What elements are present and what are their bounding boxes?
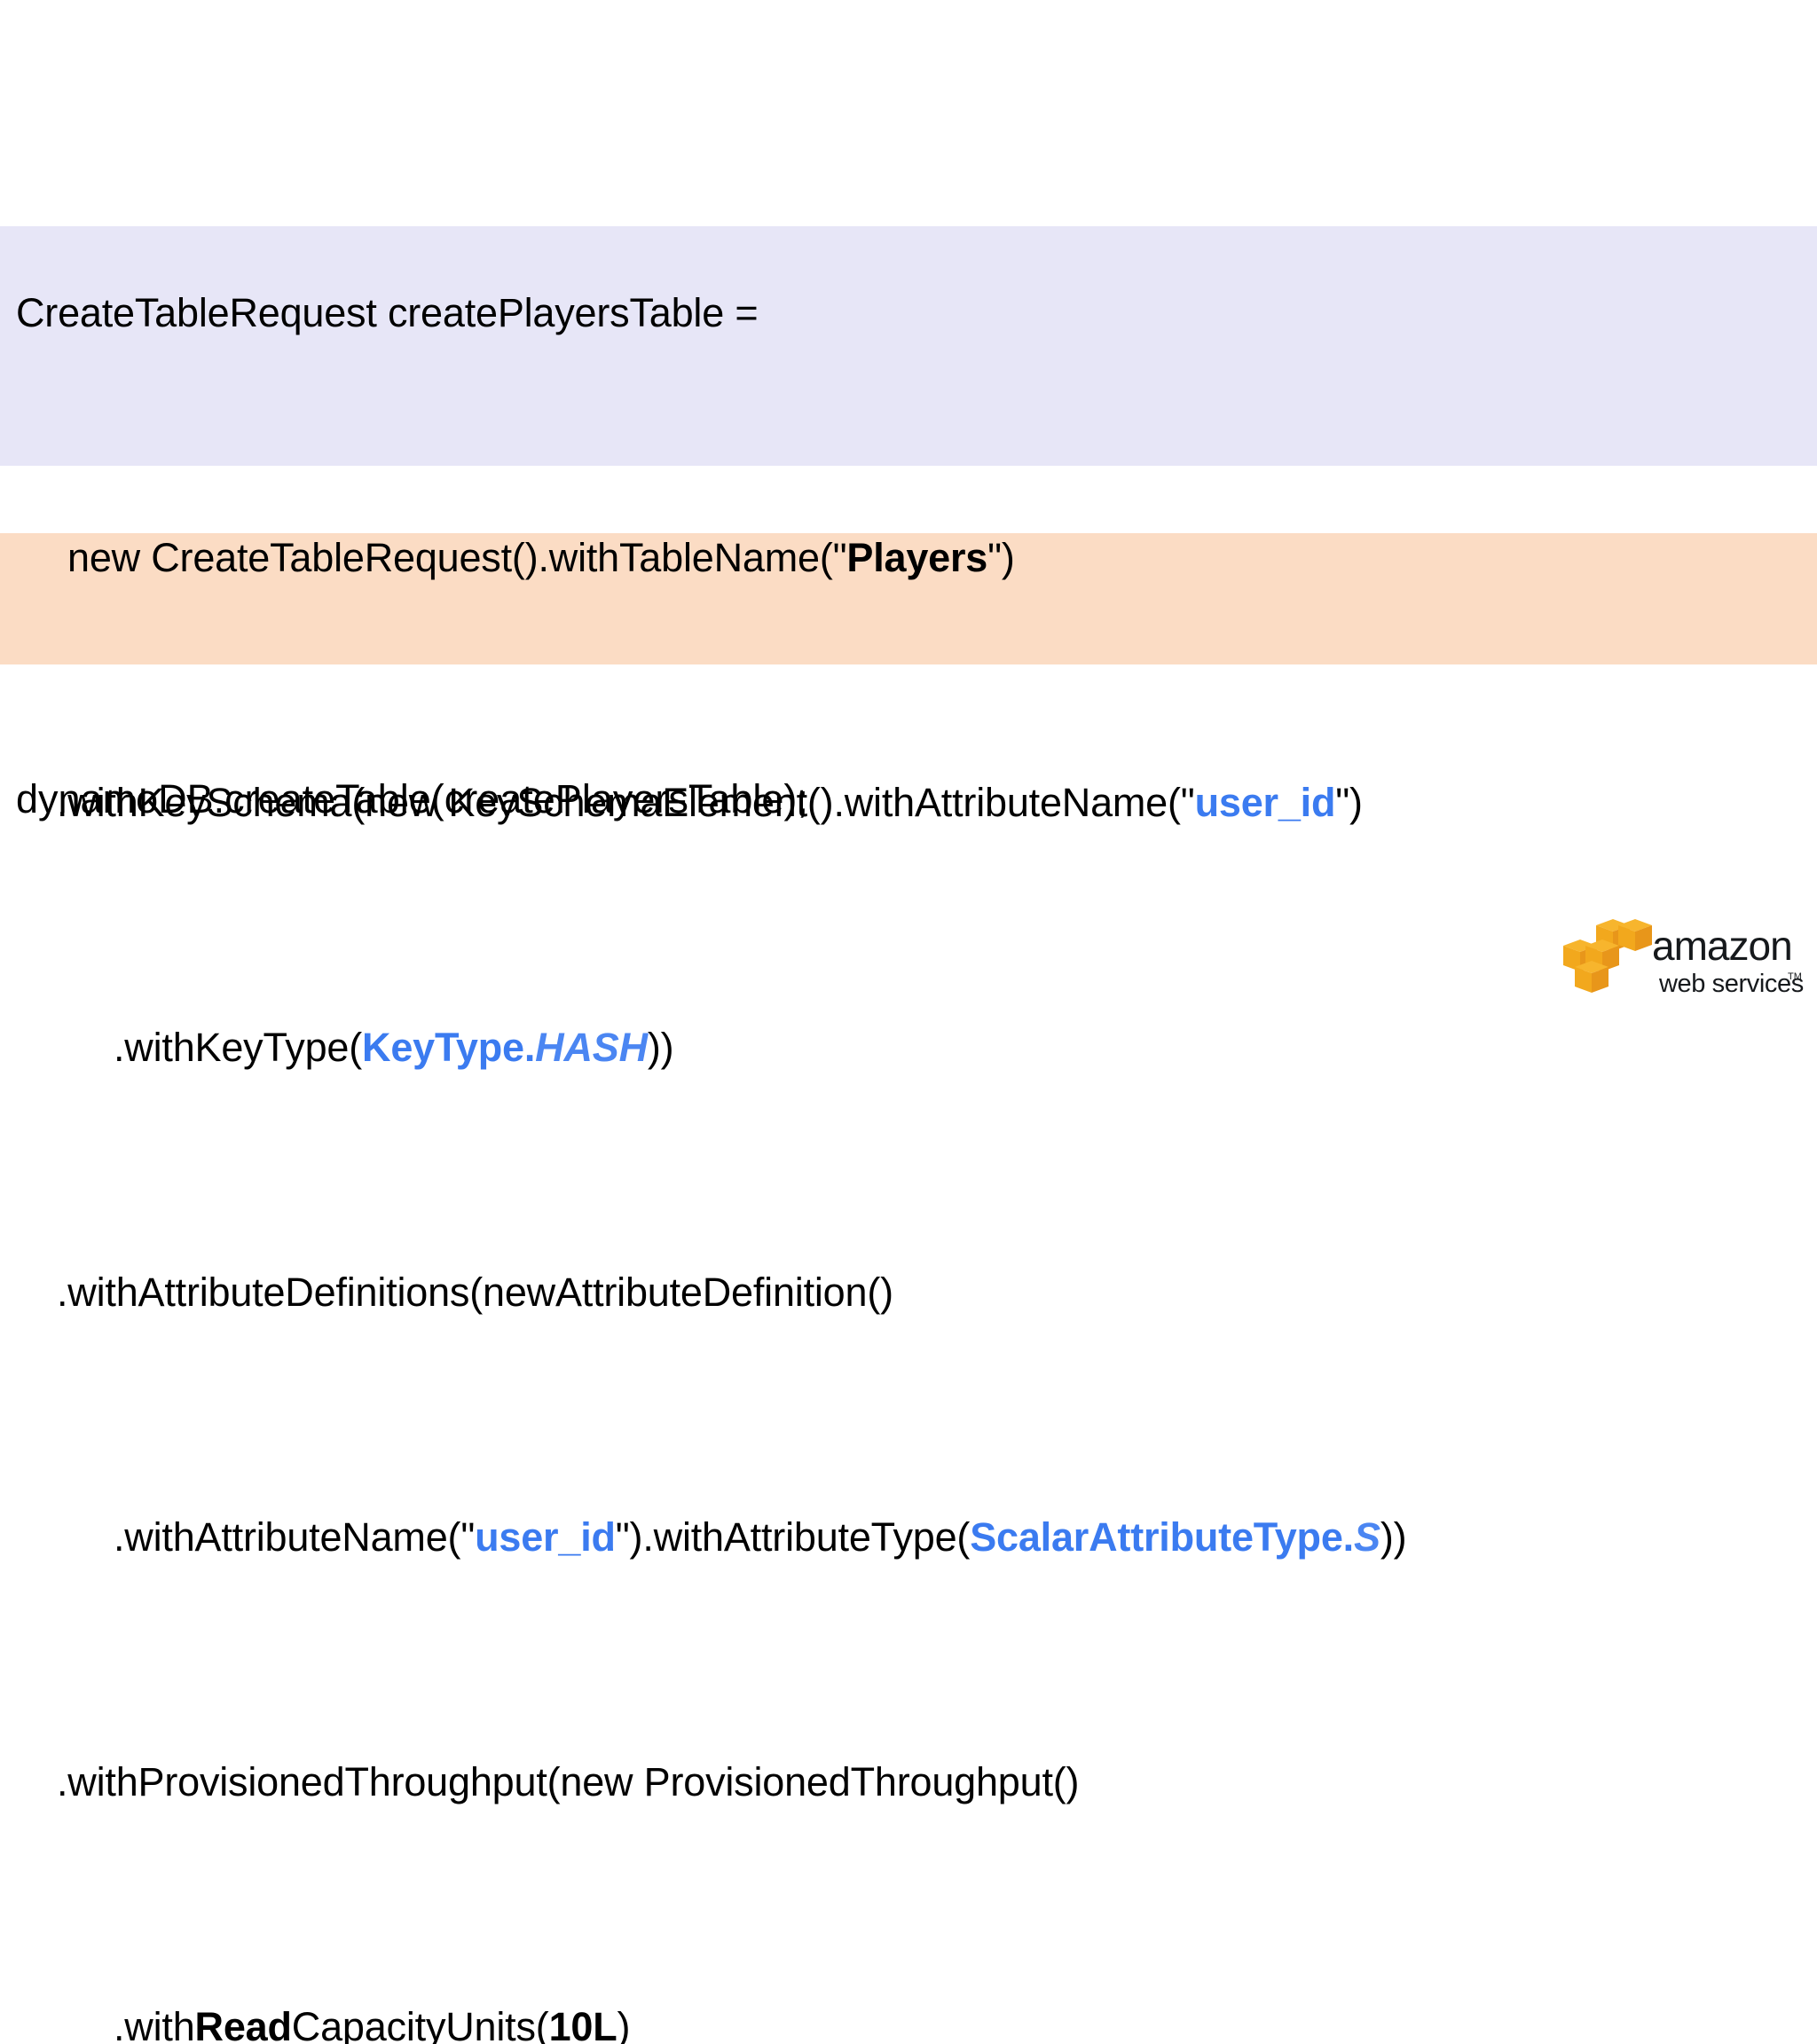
code-line-3: .withKeySchema(new KeySchemaElement().wi… — [16, 772, 1817, 833]
create-table-statement: dynamoDB.createTable(createPlayersTable)… — [16, 768, 808, 829]
scalar-attribute-type-value: S — [1353, 1514, 1380, 1560]
svg-text:web services: web services — [1658, 970, 1804, 998]
aws-logo: amazon web services TM — [1560, 914, 1805, 999]
keytype-hash-value: HASH — [535, 1025, 648, 1070]
throughput-highlight-band — [0, 533, 1817, 664]
code-line-8-part2: CapacityUnits( — [291, 2004, 549, 2044]
scalar-attribute-type-enum: ScalarAttributeType. — [970, 1514, 1354, 1560]
read-capacity-value: 10L — [548, 2004, 617, 2044]
key-schema-highlight-band — [0, 226, 1817, 466]
svg-text:amazon: amazon — [1652, 923, 1792, 969]
code-line-1: CreateTableRequest createPlayersTable = — [16, 282, 1817, 343]
code-line-3-part2: ") — [1335, 780, 1363, 825]
attribute-name-literal-1: user_id — [1194, 780, 1336, 825]
code-line-6-part1: .withAttributeName(" — [114, 1514, 476, 1560]
code-line-4-part1: .withKeyType( — [114, 1025, 363, 1070]
table-name-literal: Players — [846, 535, 988, 580]
code-line-4: .withKeyType(KeyType.HASH)) — [16, 1017, 1817, 1078]
code-line-7-text: .withProvisionedThroughput(new Provision… — [57, 1759, 1080, 1804]
keytype-enum: KeyType. — [362, 1025, 536, 1070]
attribute-name-literal-2: user_id — [475, 1514, 616, 1560]
slide-canvas: CreateTableRequest createPlayersTable = … — [0, 226, 1817, 2044]
code-line-8: .withReadCapacityUnits(10L) — [16, 1996, 1817, 2044]
code-line-2-part1: new CreateTableRequest().withTableName(" — [67, 535, 847, 580]
code-line-6-part2: ").withAttributeType( — [615, 1514, 971, 1560]
code-line-2-part2: ") — [987, 535, 1015, 580]
code-line-2: new CreateTableRequest().withTableName("… — [16, 527, 1817, 588]
code-line-3-part1: .withKeySchema(new KeySchemaElement().wi… — [57, 780, 1195, 825]
code-line-8-part1: .with — [114, 2004, 195, 2044]
svg-text:TM: TM — [1788, 971, 1802, 982]
code-block: CreateTableRequest createPlayersTable = … — [16, 98, 1817, 2044]
read-keyword: Read — [194, 2004, 292, 2044]
code-line-6: .withAttributeName("user_id").withAttrib… — [16, 1506, 1817, 1568]
code-line-5-text: .withAttributeDefinitions(newAttributeDe… — [57, 1270, 893, 1315]
code-line-8-part3: ) — [617, 2004, 631, 2044]
code-line-4-part2: )) — [647, 1025, 674, 1070]
code-line-5: .withAttributeDefinitions(newAttributeDe… — [16, 1262, 1817, 1323]
code-line-1-text: CreateTableRequest createPlayersTable = — [16, 290, 759, 335]
code-line-6-part3: )) — [1380, 1514, 1407, 1560]
code-line-7: .withProvisionedThroughput(new Provision… — [16, 1751, 1817, 1812]
aws-wordmark: amazon web services TM — [1652, 923, 1804, 998]
aws-cubes-icon — [1563, 919, 1652, 993]
create-table-statement-text: dynamoDB.createTable(createPlayersTable)… — [16, 776, 808, 822]
